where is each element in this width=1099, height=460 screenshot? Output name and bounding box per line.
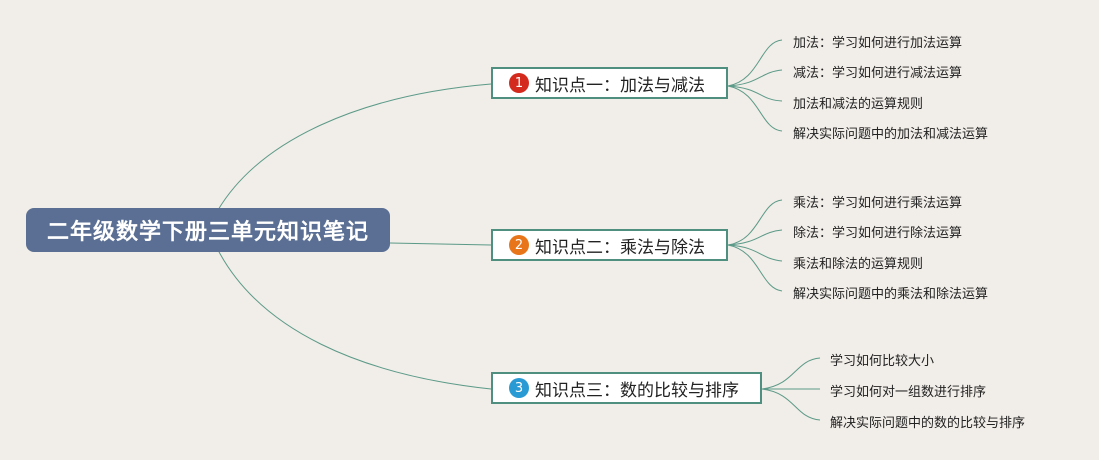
topic-label-1: 知识点一：加法与减法: [535, 75, 705, 96]
link-topic-3-leaf-1: [761, 357, 821, 390]
link-root-topic-1: [217, 83, 492, 211]
topic-label-2: 知识点二：乘法与除法: [535, 237, 705, 258]
leaf-2-4: 解决实际问题中的乘法和除法运算: [793, 287, 989, 302]
link-topic-1-leaf-4: [727, 85, 783, 132]
link-root-topic-2: [389, 242, 492, 246]
link-topic-2-leaf-2: [727, 229, 783, 246]
leaf-2-2: 除法：学习如何进行除法运算: [793, 226, 963, 241]
leaf-2-3: 乘法和除法的运算规则: [793, 257, 924, 272]
leaf-3-2: 学习如何对一组数进行排序: [830, 385, 987, 400]
leaf-1-1: 加法：学习如何进行加法运算: [793, 36, 963, 51]
number-badge-1: 1: [509, 73, 529, 93]
leaf-2-1: 乘法：学习如何进行乘法运算: [793, 196, 963, 211]
number-badge-3: 3: [509, 378, 529, 398]
link-topic-3-leaf-3: [761, 388, 821, 421]
topic-label-3: 知识点三：数的比较与排序: [535, 380, 739, 401]
topic-node-2[interactable]: 2 知识点二：乘法与除法: [491, 229, 728, 261]
leaf-1-4: 解决实际问题中的加法和减法运算: [793, 127, 989, 142]
number-badge-2: 2: [509, 235, 529, 255]
topic-node-1[interactable]: 1 知识点一：加法与减法: [491, 67, 728, 99]
link-topic-2-leaf-4: [727, 244, 783, 292]
root-node[interactable]: 二年级数学下册三单元知识笔记: [26, 208, 390, 252]
leaf-1-2: 减法：学习如何进行减法运算: [793, 66, 963, 81]
leaf-3-3: 解决实际问题中的数的比较与排序: [830, 416, 1026, 431]
topic-node-3[interactable]: 3 知识点三：数的比较与排序: [491, 372, 762, 404]
root-title: 二年级数学下册三单元知识笔记: [46, 220, 369, 245]
link-topic-1-leaf-3: [727, 85, 783, 102]
link-topic-2-leaf-3: [727, 244, 783, 262]
leaf-3-1: 学习如何比较大小: [830, 354, 935, 369]
link-topic-1-leaf-1: [727, 39, 783, 87]
leaf-1-3: 加法和减法的运算规则: [793, 97, 924, 112]
link-topic-1-leaf-2: [727, 69, 783, 87]
link-topic-2-leaf-1: [727, 199, 783, 246]
link-root-topic-3: [217, 249, 492, 390]
